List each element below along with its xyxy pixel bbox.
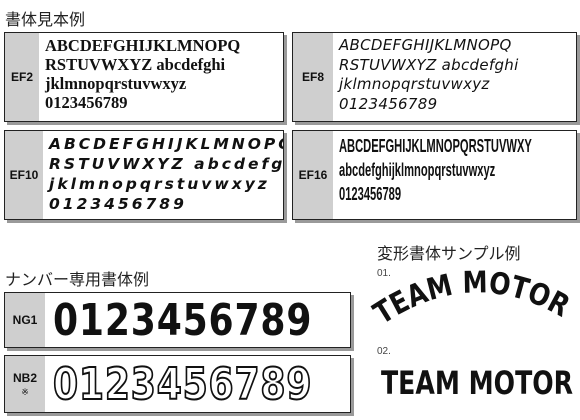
number-sample-card-ng1: NG1 0123456789 [4,292,351,348]
sample-line: RSTUVWXYZ abcdefghi [339,55,519,74]
sample-line: ABCDEFGHIJKLMNOPQ [49,135,283,153]
font-code-label: NG1 [5,293,45,347]
font-code-label: EF10 [5,131,43,219]
font-sample-card-ef10: EF10 ABCDEFGHIJKLMNOPQ RSTUVWXYZ abcdefg… [4,130,284,220]
font-code-label: EF2 [5,33,39,121]
deform-sample-arch: TEAM MOTOR [368,265,576,331]
number-sample-card-nb2: NB2 ※ 0123456789 [4,355,351,413]
arch-text: TEAM MOTOR [368,265,576,331]
sample-line: 0123456789 [339,94,438,113]
number-digits: 0123456789 [53,294,313,346]
font-sample-text: ABCDEFGHIJKLMNOPQRSTUVWXY abcdefghijklmn… [333,131,576,219]
number-sample-area: 0123456789 [45,356,350,412]
font-sample-text: ABCDEFGHIJKLMNOPQ RSTUVWXYZ abcdefghi jk… [43,131,283,219]
sample-line: RSTUVWXYZ abcdefghi [49,155,283,173]
font-sample-card-ef16: EF16 ABCDEFGHIJKLMNOPQRSTUVWXY abcdefghi… [292,130,577,220]
deform-sample-label: 01. [377,268,391,279]
sample-line: ABCDEFGHIJKLMNOPQ [339,36,512,54]
font-sample-card-ef2: EF2 ABCDEFGHIJKLMNOPQ RSTUVWXYZ abcdefgh… [4,32,284,122]
sample-line: jklmnopqrstuvwxyz [339,75,490,93]
font-code-label: EF8 [293,33,333,121]
sample-line: RSTUVWXYZ abcdefghi [45,55,226,74]
section-title-number-fonts: ナンバー専用書体例 [5,270,150,289]
sample-line: 0123456789 [339,184,402,204]
font-code-text: NG1 [12,313,38,327]
font-code-text: NB2 [12,371,37,385]
font-sample-text: ABCDEFGHIJKLMNOPQ RSTUVWXYZ abcdefghi jk… [39,33,283,121]
number-sample-area: 0123456789 [45,293,350,347]
section-title-deform-samples: 変形書体サンプル例 [377,244,521,263]
font-sample-card-ef8: EF8 ABCDEFGHIJKLMNOPQ RSTUVWXYZ abcdefgh… [292,32,577,122]
font-sample-text: ABCDEFGHIJKLMNOPQ RSTUVWXYZ abcdefghi jk… [333,33,576,121]
deform-sample-label: 02. [377,346,391,357]
sample-line: abcdefghijklmnopqrstuvwxyz [339,160,496,180]
note-mark: ※ [21,387,29,397]
sample-line: ABCDEFGHIJKLMNOPQRSTUVWXY [339,136,532,156]
sample-line: jklmnopqrstuvwxyz [49,175,270,193]
number-digits-outlined: 0123456789 [52,358,313,411]
sample-line: jklmnopqrstuvwxyz [45,74,187,93]
sample-line: 0123456789 [45,93,128,112]
font-code-label: EF16 [293,131,333,219]
font-code-label: NB2 ※ [5,356,45,412]
deform-sample-bridge: TEAM MOTOR [381,364,573,402]
sample-line: ABCDEFGHIJKLMNOPQ [45,36,241,55]
sample-line: 0123456789 [49,195,187,213]
section-title-font-samples: 書体見本例 [5,10,86,29]
